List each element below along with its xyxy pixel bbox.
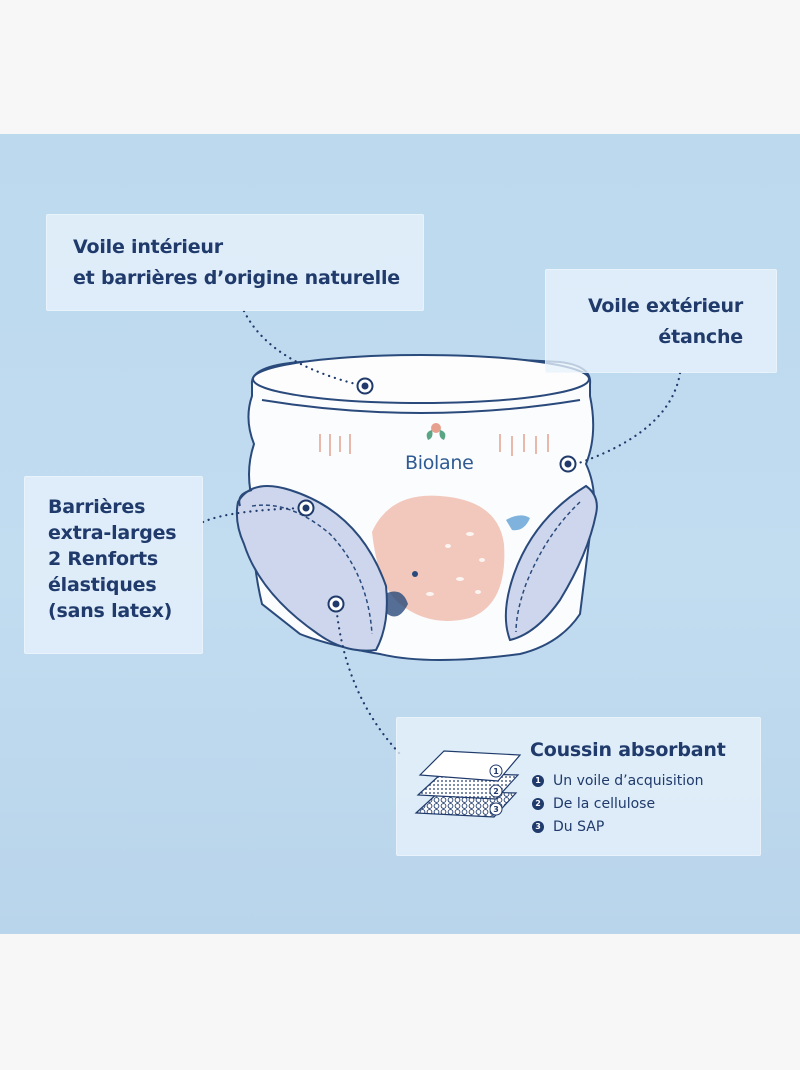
layer-item-2: 2 De la cellulose — [532, 792, 704, 815]
layer-label: Un voile d’acquisition — [553, 772, 704, 789]
outer-veil-line-1: Voile extérieur — [587, 295, 743, 317]
barriers-line-5: (sans latex) — [48, 600, 173, 622]
waistband — [252, 354, 590, 404]
barriers-line-1: Barrières — [48, 496, 146, 518]
layers-icon: 1 2 3 — [414, 750, 522, 818]
brand-logo-text: Biolane — [405, 452, 474, 474]
barriers-line-4: élastiques — [48, 574, 157, 596]
outer-veil-line-2: étanche — [658, 326, 743, 348]
diaper-illustration — [201, 309, 682, 756]
layer-item-1: 1 Un voile d’acquisition — [532, 769, 704, 792]
layer-item-3: 3 Du SAP — [532, 815, 704, 838]
inner-veil-line-1: Voile intérieur — [73, 236, 223, 258]
left-leg-barrier — [235, 485, 388, 652]
barriers-text: Barrières extra-larges 2 Renforts élasti… — [48, 494, 177, 624]
diagram-panel: Biolane Voile intérieur et barrières d’o… — [0, 134, 800, 934]
svg-text:1: 1 — [493, 767, 499, 776]
outer-veil-text: Voile extérieur étanche — [588, 291, 743, 353]
callout-outer-veil: Voile extérieur étanche — [545, 269, 777, 373]
callout-barriers: Barrières extra-larges 2 Renforts élasti… — [24, 476, 203, 654]
barriers-line-2: extra-larges — [48, 522, 177, 544]
layer-label: Du SAP — [553, 818, 605, 835]
cushion-title: Coussin absorbant — [530, 739, 726, 761]
layer-number: 2 — [532, 797, 544, 810]
inner-veil-line-2: et barrières d’origine naturelle — [73, 267, 400, 289]
marker-dots — [297, 377, 577, 613]
callout-absorbent-cushion: 1 2 3 Coussin absorbant 1 Un voile d’acq… — [396, 717, 761, 856]
svg-text:3: 3 — [493, 805, 499, 814]
layer-number-badges: 1 2 3 — [489, 764, 503, 816]
layer-number: 3 — [532, 820, 544, 833]
inner-veil-text: Voile intérieur et barrières d’origine n… — [73, 232, 400, 294]
biolane-logo-icon — [426, 423, 446, 440]
connector-lines — [201, 309, 682, 756]
right-leg-barrier — [504, 484, 598, 642]
callout-inner-veil: Voile intérieur et barrières d’origine n… — [46, 214, 424, 311]
whale-shape — [372, 495, 505, 621]
barriers-line-3: 2 Renforts — [48, 548, 158, 570]
layer-list: 1 Un voile d’acquisition 2 De la cellulo… — [532, 769, 704, 838]
waistband-stripes — [319, 434, 549, 456]
layer-label: De la cellulose — [553, 795, 656, 812]
layer-number: 1 — [532, 774, 544, 787]
svg-text:2: 2 — [493, 787, 499, 796]
